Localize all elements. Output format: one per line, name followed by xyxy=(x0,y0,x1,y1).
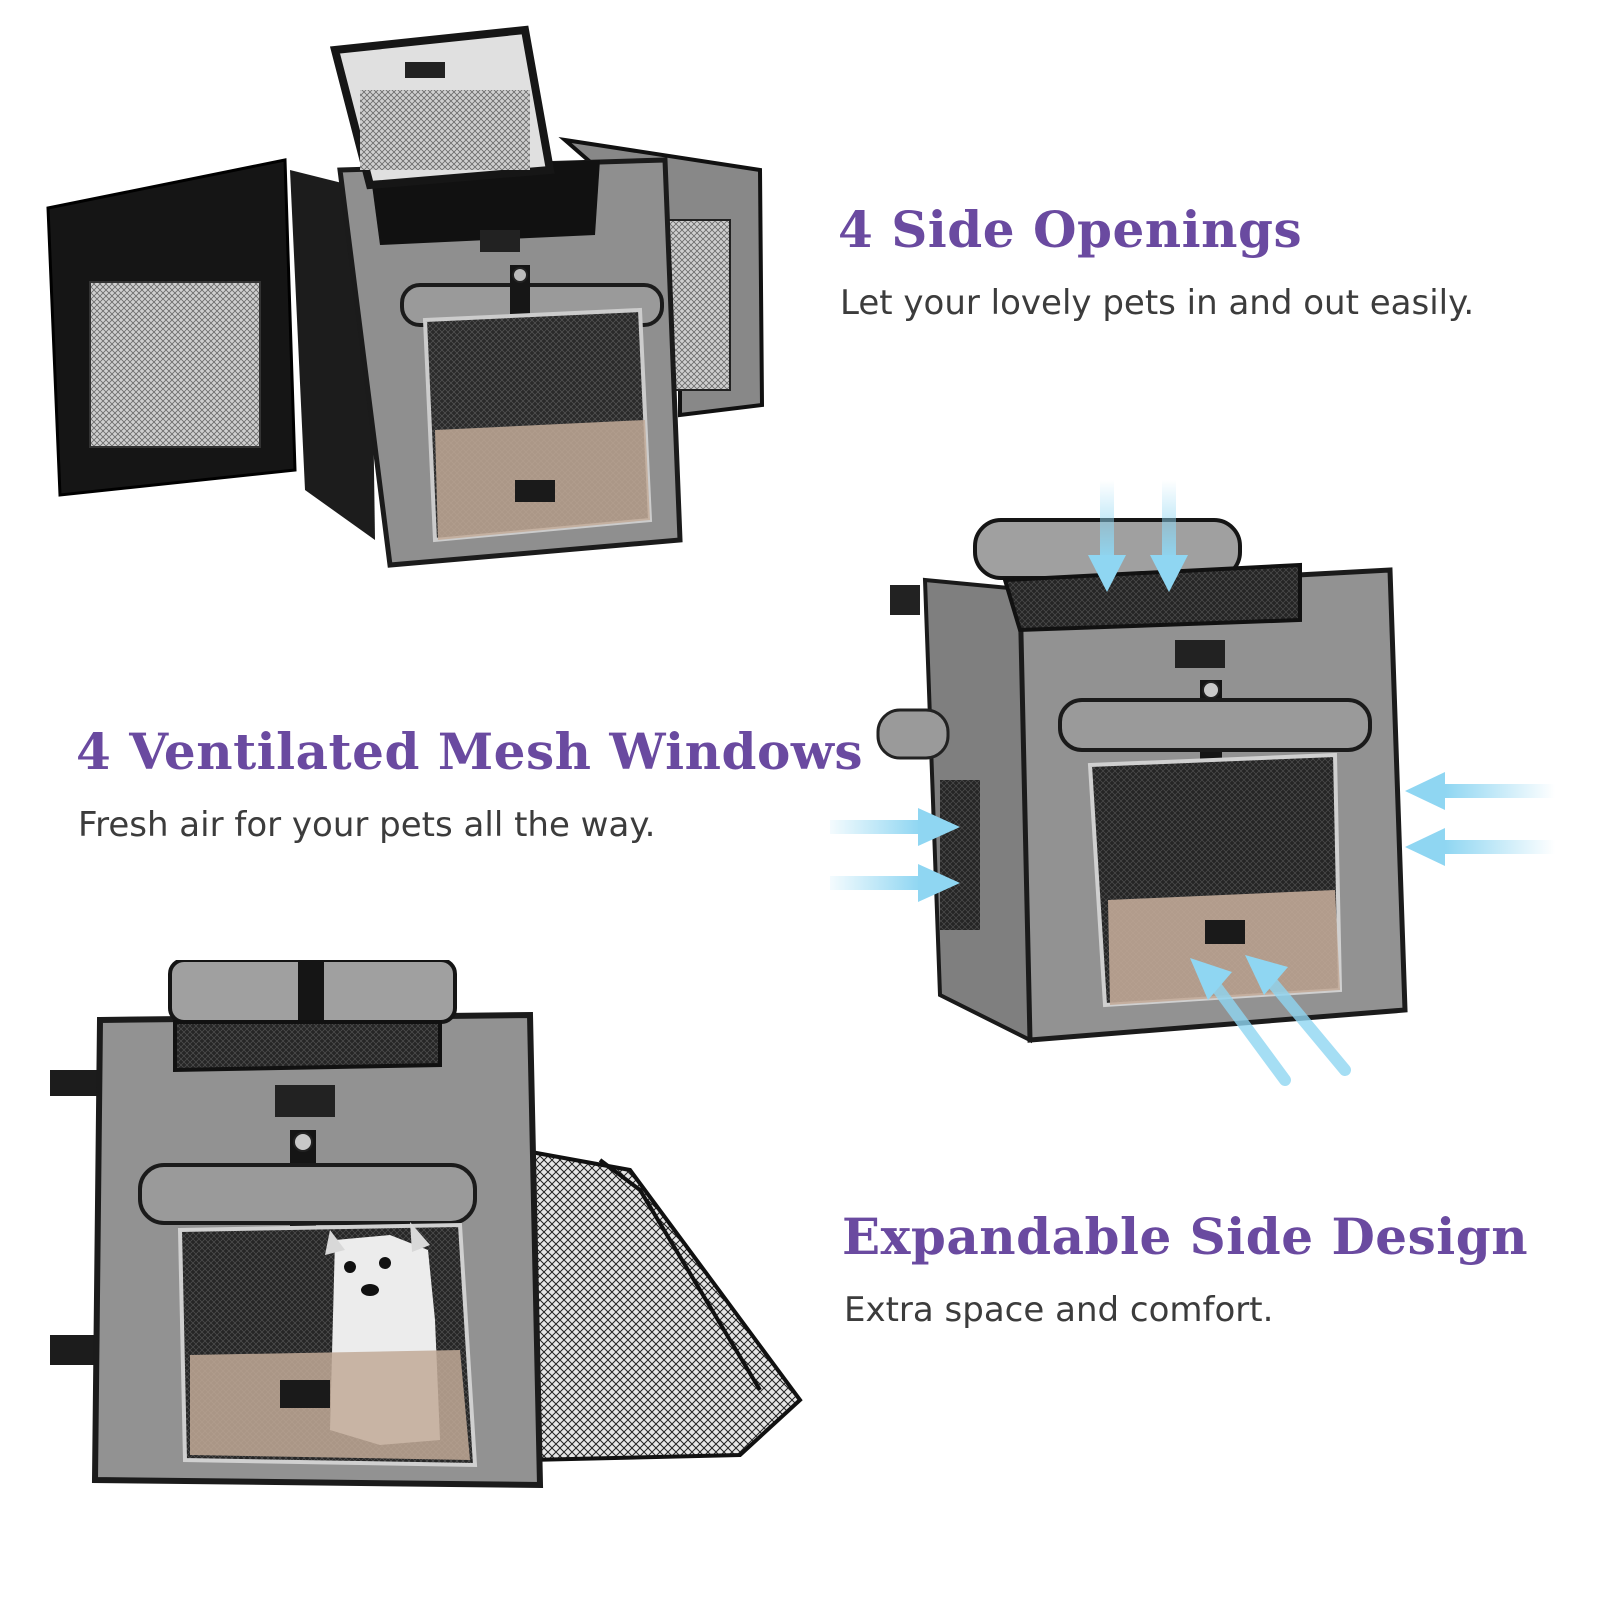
feature-subtitle-mesh-windows: Fresh air for your pets all the way. xyxy=(78,805,656,845)
feature-title-side-openings: 4 Side Openings xyxy=(838,200,1303,259)
carrier-airflow-image xyxy=(830,480,1570,1100)
airflow-arrow-icon xyxy=(830,480,1555,1086)
feature-title-expandable-side: Expandable Side Design xyxy=(842,1207,1529,1266)
pet-carrier-icon xyxy=(46,25,765,568)
feature-subtitle-expandable-side: Extra space and comfort. xyxy=(844,1290,1274,1330)
feature-title-mesh-windows: 4 Ventilated Mesh Windows xyxy=(76,722,864,781)
carrier-expanded-image xyxy=(40,960,820,1560)
pet-carrier-icon xyxy=(50,960,803,1489)
feature-subtitle-side-openings: Let your lovely pets in and out easily. xyxy=(840,283,1475,323)
carrier-four-openings-image xyxy=(40,20,780,580)
